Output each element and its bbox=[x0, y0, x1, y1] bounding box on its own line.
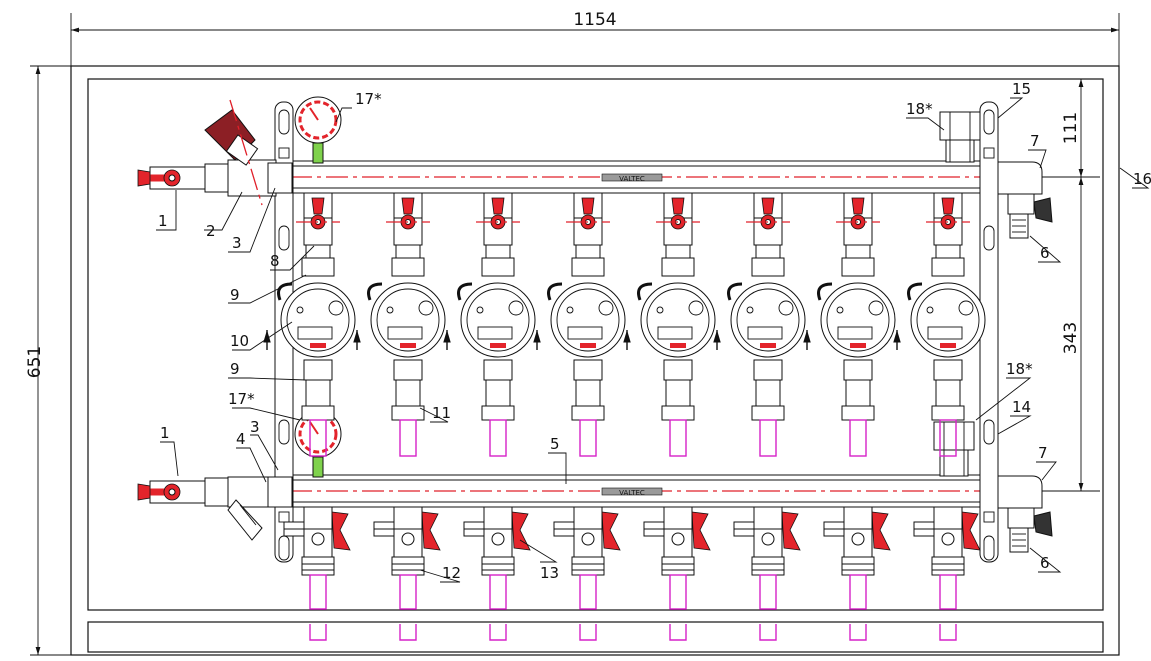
top-manifold-brand: VALTEC bbox=[619, 175, 645, 183]
circuit-3 bbox=[443, 192, 536, 641]
top-end-elbow bbox=[997, 161, 1053, 239]
valve-handle-icon bbox=[671, 197, 685, 215]
bottom-inlet-ball-valve bbox=[137, 477, 232, 507]
top-gap-dimension-label: 111 bbox=[1061, 112, 1081, 144]
valve-handle-icon bbox=[311, 197, 325, 215]
leader-lines bbox=[156, 97, 1150, 583]
callout-9-b: 9 bbox=[230, 360, 240, 378]
callout-6-top: 6 bbox=[1040, 244, 1050, 262]
bottom-manifold: VALTEC bbox=[290, 474, 1030, 508]
bottom-inlet-union bbox=[267, 476, 293, 508]
callout-2: 2 bbox=[206, 222, 216, 240]
callout-3-top: 3 bbox=[232, 234, 242, 252]
callout-6-bottom: 6 bbox=[1040, 554, 1050, 572]
callout-14: 14 bbox=[1012, 398, 1031, 416]
bottom-pressure-gauge bbox=[294, 410, 342, 478]
butterfly-handle-icon bbox=[691, 511, 711, 551]
flow-meter bbox=[640, 282, 716, 358]
callout-13: 13 bbox=[540, 564, 559, 582]
valve-handle-icon bbox=[581, 197, 595, 215]
butterfly-handle-icon bbox=[961, 511, 981, 551]
callout-8: 8 bbox=[270, 252, 280, 270]
butterfly-handle-icon bbox=[781, 511, 801, 551]
callout-17-top: 17* bbox=[355, 90, 382, 108]
callout-12: 12 bbox=[442, 564, 461, 582]
top-inlet-ball-valve bbox=[137, 163, 232, 193]
cabinet-inner-panel bbox=[87, 78, 1104, 611]
flow-meter bbox=[820, 282, 896, 358]
valve-handle-icon bbox=[491, 197, 505, 215]
width-dimension: 1154 bbox=[70, 10, 1120, 66]
flow-meter bbox=[730, 282, 806, 358]
callout-4: 4 bbox=[236, 430, 246, 448]
circuit-6 bbox=[713, 192, 806, 641]
valve-handle-icon bbox=[401, 197, 415, 215]
top-inlet-union bbox=[267, 162, 293, 194]
flow-meter bbox=[370, 282, 446, 358]
cabinet-outer-frame bbox=[70, 65, 1120, 656]
butterfly-handle-icon bbox=[511, 511, 531, 551]
butterfly-handle-icon bbox=[871, 511, 891, 551]
valve-handle-icon bbox=[761, 197, 775, 215]
callout-9-a: 9 bbox=[230, 286, 240, 304]
flow-meter bbox=[280, 282, 356, 358]
top-air-vent bbox=[939, 111, 981, 163]
circuit-5 bbox=[623, 192, 716, 641]
flow-meter bbox=[910, 282, 986, 358]
callout-7-top: 7 bbox=[1030, 132, 1040, 150]
width-dimension-label: 1154 bbox=[573, 10, 616, 30]
right-dimensions: 111 343 bbox=[1030, 78, 1100, 492]
callout-16: 16 bbox=[1133, 170, 1151, 188]
butterfly-handle-icon bbox=[331, 511, 351, 551]
circuit-4 bbox=[533, 192, 626, 641]
callout-18-bottom: 18* bbox=[1006, 360, 1033, 378]
callout-15: 15 bbox=[1012, 80, 1031, 98]
bottom-end-elbow bbox=[997, 475, 1053, 553]
circuit-8 bbox=[893, 192, 986, 641]
circuit-1 bbox=[263, 192, 356, 641]
callout-11: 11 bbox=[432, 404, 451, 422]
callout-18-top: 18* bbox=[906, 100, 933, 118]
butterfly-handle-icon bbox=[601, 511, 621, 551]
callout-labels: 1 2 3 8 9 10 9 17* 17* 1 4 3 5 11 12 13 … bbox=[158, 80, 1151, 582]
top-manifold: VALTEC bbox=[290, 160, 1030, 194]
height-dimension-label: 651 bbox=[25, 346, 45, 378]
callout-7-bottom: 7 bbox=[1038, 444, 1048, 462]
circuits-group bbox=[263, 192, 986, 641]
flow-meter bbox=[460, 282, 536, 358]
circuit-2 bbox=[353, 192, 446, 641]
callout-17-bottom: 17* bbox=[228, 390, 255, 408]
callout-5: 5 bbox=[550, 435, 560, 453]
flow-meter bbox=[550, 282, 626, 358]
pipe-spacing-dimension-label: 343 bbox=[1061, 322, 1081, 354]
circuit-7 bbox=[803, 192, 896, 641]
bottom-manifold-brand: VALTEC bbox=[619, 489, 645, 497]
valve-handle-icon bbox=[851, 197, 865, 215]
strainer-filter bbox=[227, 476, 271, 541]
top-pressure-gauge bbox=[294, 96, 342, 164]
callout-1-top: 1 bbox=[158, 212, 168, 230]
callout-10: 10 bbox=[230, 332, 249, 350]
height-dimension: 651 bbox=[25, 65, 71, 656]
callout-3-bottom: 3 bbox=[250, 418, 260, 436]
callout-1-bottom: 1 bbox=[160, 424, 170, 442]
butterfly-handle-icon bbox=[421, 511, 441, 551]
cabinet-bottom-strip bbox=[87, 621, 1104, 653]
valve-handle-icon bbox=[941, 197, 955, 215]
